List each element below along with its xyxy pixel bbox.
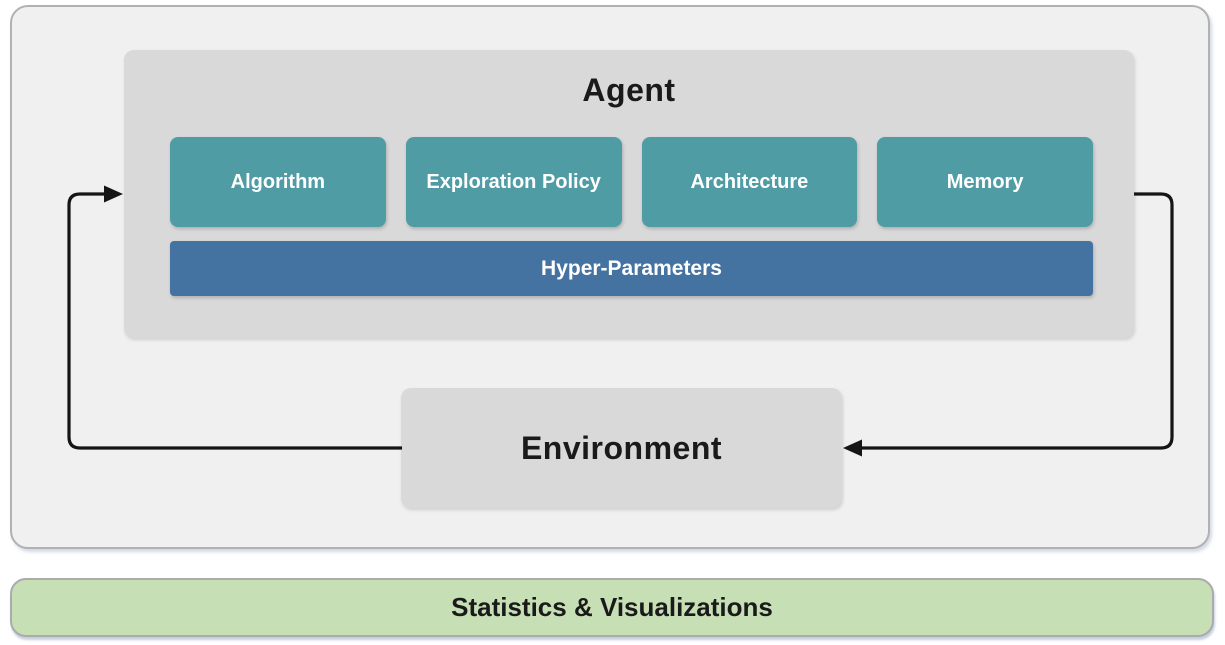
statistics-label: Statistics & Visualizations xyxy=(451,592,773,622)
environment-box: Environment xyxy=(401,388,842,508)
agent-title: Agent xyxy=(582,72,676,108)
agent-component-architecture: Architecture xyxy=(641,137,858,227)
agent-box: Agent Algorithm Exploration Policy Archi… xyxy=(124,50,1134,338)
statistics-bar: Statistics & Visualizations xyxy=(10,578,1214,637)
agent-component-exploration-policy: Exploration Policy xyxy=(405,137,622,227)
agent-component-row: Algorithm Exploration Policy Architectur… xyxy=(170,137,1093,227)
agent-component-algorithm: Algorithm xyxy=(170,137,386,227)
hyper-parameters-bar: Hyper-Parameters xyxy=(170,241,1093,296)
environment-label: Environment xyxy=(520,429,723,466)
agent-component-memory: Memory xyxy=(877,137,1093,227)
